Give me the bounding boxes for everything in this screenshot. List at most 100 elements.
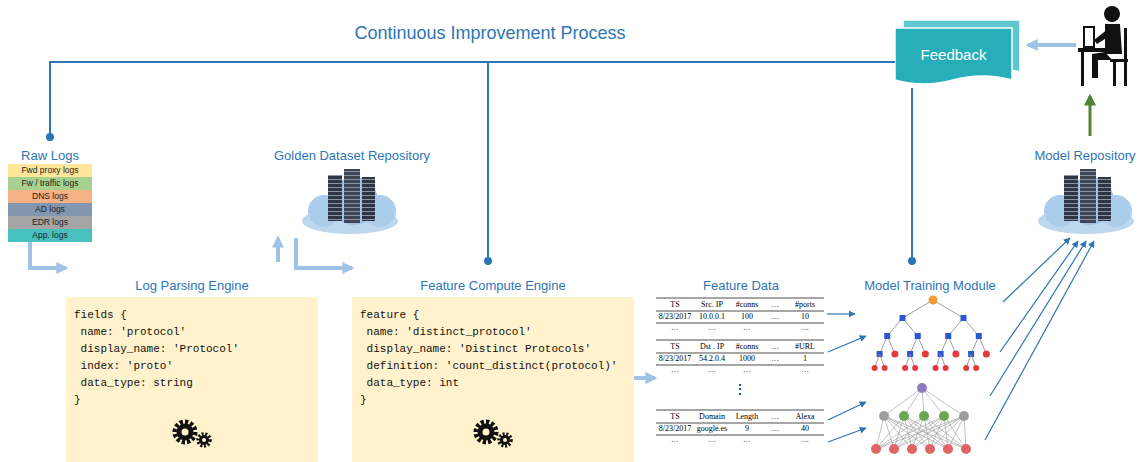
server-icon — [302, 169, 398, 234]
tree-leaf — [963, 365, 969, 371]
network-neuron — [961, 444, 971, 454]
table-rule — [656, 311, 824, 312]
table-cell: … — [764, 410, 786, 423]
person-icon — [1081, 52, 1084, 86]
section-heading: Golden Dataset Repository — [262, 148, 442, 164]
table-cell: … — [764, 353, 786, 365]
table-cell: #conns — [730, 298, 764, 311]
network-link — [912, 416, 924, 449]
code-line: feature { — [360, 307, 626, 324]
network-link — [948, 416, 964, 449]
code-panel — [66, 297, 318, 462]
flow-arrow — [1000, 241, 1078, 352]
table-cell: 54.2.0.4 — [694, 353, 730, 365]
table-cell: … — [764, 298, 786, 311]
network-link — [876, 416, 964, 449]
gear-icon — [500, 435, 510, 445]
person-icon — [1110, 59, 1128, 62]
table-cell: TS — [656, 410, 694, 423]
network-neuron — [959, 411, 969, 421]
code-line: display_name: 'Distinct Protocols' — [360, 341, 626, 358]
gear-icon — [503, 438, 507, 442]
code-line: definition: 'count_distinct(protocol)' — [360, 358, 626, 375]
tree-leaf — [872, 365, 878, 371]
log-source-bar: DNS logs — [8, 190, 92, 203]
bar-label: DNS logs — [32, 191, 68, 201]
table-cell: … — [694, 365, 730, 374]
table-cell: TS — [656, 298, 694, 311]
server-icon — [1038, 169, 1134, 234]
tree-leaf — [983, 351, 990, 358]
table-rule — [656, 298, 824, 299]
network-link — [894, 416, 904, 449]
table-cell: #conns — [730, 340, 764, 353]
person-icon — [1078, 48, 1114, 52]
tree-split — [900, 315, 906, 321]
table-cell: 8/23/2017 — [656, 311, 694, 323]
table-cell: … — [694, 435, 730, 444]
flow-arrow — [828, 402, 866, 420]
table-cell: 40 — [786, 423, 824, 435]
log-source-group: Raw LogsFwd proxy logsFw / traffic logsD… — [8, 138, 92, 242]
table-cell: … — [694, 323, 730, 332]
network-link — [912, 416, 944, 449]
table-cell: … — [730, 323, 764, 332]
connector — [634, 376, 655, 380]
network-neuron — [871, 444, 881, 454]
tree-root — [929, 296, 938, 305]
log-source-bar: EDR logs — [8, 216, 92, 229]
tree-split — [976, 333, 982, 339]
table-cell: #URL — [786, 340, 824, 353]
table-rule — [656, 365, 824, 366]
gear-icon — [182, 429, 189, 436]
table-cell: 8/23/2017 — [656, 353, 694, 365]
person-icon — [1113, 62, 1116, 86]
server-icon — [302, 169, 1134, 234]
table-cell: … — [786, 365, 824, 374]
code-block: fields {name: 'protocol'display_name: 'P… — [66, 297, 318, 462]
tree-leaf — [933, 365, 939, 371]
table-rule — [656, 423, 824, 424]
table-cell: google.es — [694, 423, 730, 435]
person-icon — [1124, 28, 1127, 70]
network-neuron — [925, 444, 935, 454]
person-icon — [1104, 6, 1120, 22]
section-heading: Model Training Module — [855, 278, 1005, 294]
person-icon — [1094, 29, 1111, 44]
table-cell: Length — [730, 410, 764, 423]
engine-box: Log Parsing Enginefields {name: 'protoco… — [66, 262, 318, 462]
table-cell: 1 — [786, 353, 824, 365]
network-neuron — [943, 444, 953, 454]
table-rule — [656, 323, 824, 324]
table-cell: Alexa — [786, 410, 824, 423]
network-link — [912, 416, 964, 449]
network-link — [894, 416, 944, 449]
table-cell: 8/23/2017 — [656, 423, 694, 435]
table-cell: … — [786, 435, 824, 444]
table-rule — [656, 340, 824, 341]
bar-label: EDR logs — [32, 217, 68, 227]
code-line: index: 'proto' — [74, 358, 310, 375]
gear-icon — [202, 438, 206, 442]
gear-icon — [478, 424, 495, 441]
code-line: } — [360, 392, 626, 409]
document-shape — [895, 28, 1012, 84]
flow-arrow — [828, 336, 866, 352]
flow-arrow — [990, 241, 1086, 396]
person-icon — [1092, 52, 1112, 78]
tree-split — [961, 315, 967, 321]
network-link — [876, 416, 944, 449]
network-link — [930, 416, 944, 449]
code-line: display_name: 'Protocol' — [74, 341, 310, 358]
table-cell: … — [764, 340, 786, 353]
table-cell: … — [786, 323, 824, 332]
flow-arrow — [1089, 96, 1092, 136]
repository-node: Model Repository — [1028, 138, 1142, 238]
code-panel — [352, 297, 634, 462]
network-neuron — [919, 411, 929, 421]
gear-icon — [476, 422, 496, 442]
engine-box: Feature Compute Enginefeature {name: 'di… — [352, 262, 634, 462]
connector-dot — [484, 257, 492, 265]
tree-leaf — [902, 365, 908, 371]
code-line: fields { — [74, 307, 310, 324]
